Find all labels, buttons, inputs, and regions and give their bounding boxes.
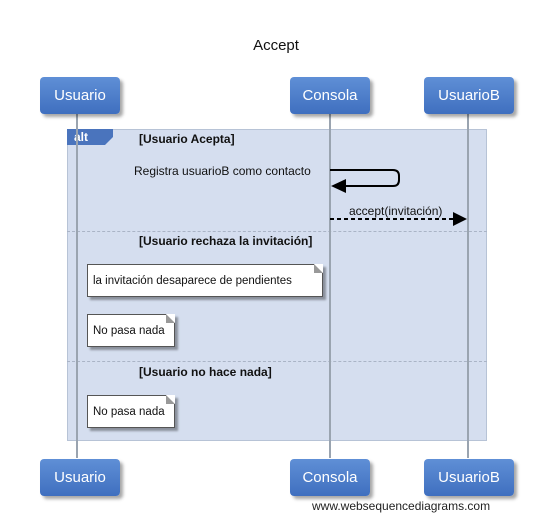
lifeline-consola-front xyxy=(329,129,331,441)
note-text: No pasa nada xyxy=(93,324,165,337)
note: No pasa nada xyxy=(87,395,175,428)
note: No pasa nada xyxy=(87,314,175,347)
section-divider xyxy=(67,361,487,362)
self-message-arrow xyxy=(330,169,400,187)
participant-usuario-bottom: Usuario xyxy=(40,459,120,496)
participant-consola-bottom: Consola xyxy=(290,459,370,496)
guard-label: [Usuario no hace nada] xyxy=(139,365,272,379)
alt-frame-tab xyxy=(67,129,113,145)
footer-credit: www.websequencediagrams.com xyxy=(312,499,491,513)
accept-message-arrowhead xyxy=(453,212,467,226)
message-label: Registra usuarioB como contacto xyxy=(134,164,311,178)
section-divider xyxy=(67,231,487,232)
self-message-arrowhead xyxy=(331,179,346,193)
participant-consola-top: Consola xyxy=(290,77,370,114)
message-label: accept(invitación) xyxy=(349,204,443,218)
lifeline-usuariob-front xyxy=(467,129,469,441)
note: la invitación desaparece de pendientes xyxy=(87,264,323,297)
note-text: No pasa nada xyxy=(93,405,165,418)
lifeline-usuario-front xyxy=(76,129,78,441)
participant-usuariob-bottom: UsuarioB xyxy=(424,459,514,496)
guard-label: [Usuario Acepta] xyxy=(139,132,235,146)
note-text: la invitación desaparece de pendientes xyxy=(93,274,292,287)
participant-usuariob-top: UsuarioB xyxy=(424,77,514,114)
guard-label: [Usuario rechaza la invitación] xyxy=(139,234,313,248)
participant-usuario-top: Usuario xyxy=(40,77,120,114)
page-title: Accept xyxy=(253,37,299,54)
